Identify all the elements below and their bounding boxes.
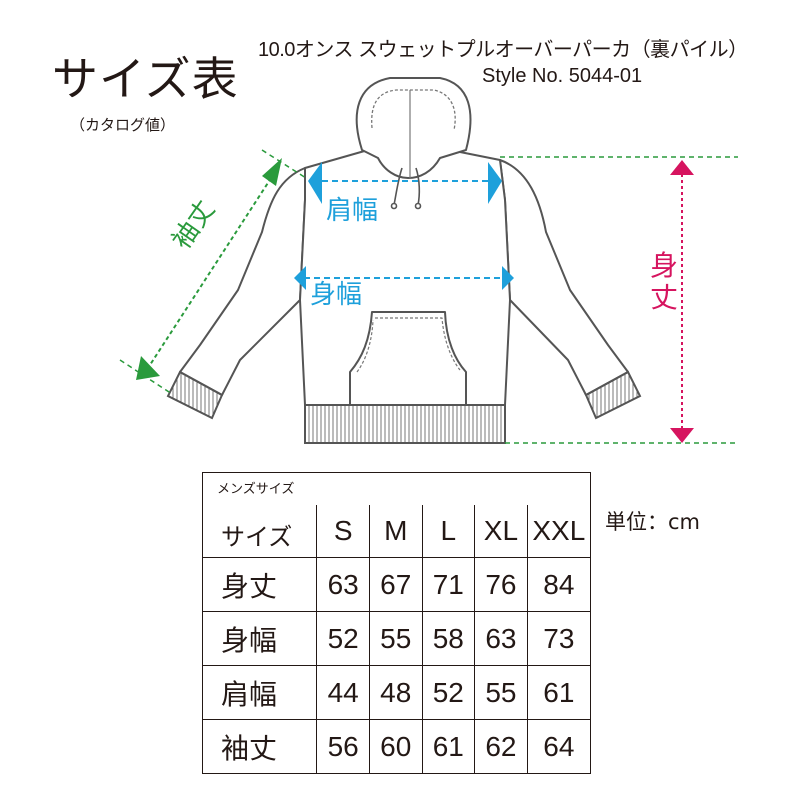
table-cell: 63: [474, 612, 527, 666]
row-label: 身幅: [221, 624, 278, 657]
size-header: XL: [474, 505, 527, 557]
table-row: 肩幅 44 48 52 55 61: [203, 665, 590, 720]
hem-rib: [304, 404, 506, 444]
row-label: 袖丈: [221, 732, 278, 765]
table-cell: 56: [316, 720, 369, 774]
hoodie-outline: [179, 77, 629, 406]
size-header: XXL: [526, 505, 590, 557]
left-cuff: [166, 370, 224, 420]
table-cell: 84: [526, 558, 590, 612]
table-cell: 55: [474, 666, 527, 720]
right-sleeve: [499, 159, 629, 396]
mihaba-label: 身幅: [310, 280, 363, 310]
table-cell: 67: [368, 558, 422, 612]
table-cell: 58: [421, 612, 475, 666]
table-row: 身丈 63 67 71 76 84: [203, 557, 590, 612]
mitake-measure: [500, 156, 738, 444]
table-cell: 60: [368, 720, 422, 774]
table-cell: 48: [368, 666, 422, 720]
sodetake-measure: [119, 149, 307, 395]
row-label: 身丈: [221, 570, 278, 603]
table-row: 身幅 52 55 58 63 73: [203, 611, 590, 666]
table-cell: 61: [421, 720, 475, 774]
drawstrings: [390, 167, 422, 210]
size-header: L: [421, 505, 475, 557]
page-title: サイズ表: [52, 52, 239, 106]
table-cell: 63: [316, 558, 369, 612]
table-caption: メンズサイズ: [217, 482, 295, 497]
table-cell: 64: [526, 720, 590, 774]
page-subtitle: （カタログ値）: [70, 116, 176, 134]
right-cuff: [584, 370, 642, 420]
product-name: 10.0オンス スウェットプルオーバーパーカ（裏パイル）: [258, 39, 748, 61]
mitake-label: 身丈: [649, 249, 678, 315]
table-cell: 55: [368, 612, 422, 666]
unit-label: 単位：cm: [605, 510, 701, 534]
table-cell: 61: [526, 666, 590, 720]
hoodie-diagram: [119, 77, 738, 444]
katahaba-label: 肩幅: [326, 196, 379, 226]
mihaba-measure: [294, 266, 514, 290]
katahaba-measure: [308, 162, 502, 204]
table-row: 袖丈 56 60 61 62 64: [203, 719, 590, 774]
left-sleeve: [179, 167, 306, 396]
table-header-row: サイズ S M L XL XXL: [203, 505, 590, 557]
table-cell: 52: [316, 612, 369, 666]
product-style-number: Style No. 5044-01: [482, 65, 643, 87]
table-cell: 76: [474, 558, 527, 612]
size-header: S: [316, 505, 369, 557]
table-cell: 44: [316, 666, 369, 720]
table-header-label: サイズ: [221, 522, 293, 551]
table-cell: 62: [474, 720, 527, 774]
table-cell: 52: [421, 666, 475, 720]
table-cell: 73: [526, 612, 590, 666]
table-cell: 71: [421, 558, 475, 612]
row-label: 肩幅: [221, 678, 278, 711]
size-table: メンズサイズ サイズ S M L XL XXL 身丈 63 67 71 76 8…: [202, 472, 591, 774]
size-header: M: [368, 505, 422, 557]
